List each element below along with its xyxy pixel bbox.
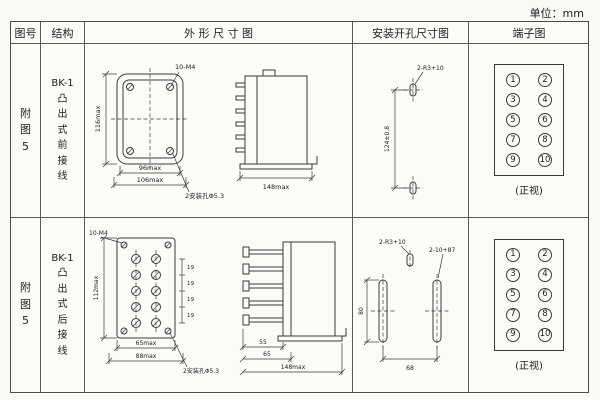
header-outline: 外 形 尺 寸 图 (85, 22, 353, 44)
dim-height-label: 116max (94, 105, 102, 132)
relay-front-view (110, 67, 189, 170)
dim-width-label: 96max (138, 164, 161, 172)
terminal-3: 3 (506, 93, 520, 107)
fig-no-row1: 附 图 5 (11, 44, 41, 218)
dim-width-label: 65max (135, 340, 156, 347)
dim-pitch-label: 19 (187, 297, 194, 303)
terminal-10: 10 (538, 153, 552, 167)
terminal-7: 7 (506, 133, 520, 147)
install-spacing-label: 124±0.8 (384, 125, 391, 151)
dim-pitch-label: 19 (187, 281, 194, 287)
install-spacing-label: 68 (406, 365, 414, 372)
header-terminal: 端子图 (469, 22, 589, 44)
install-cell-row2: 2-R3+10 2-10+87 80 68 (353, 218, 469, 392)
terminal-caption: (正视) (515, 360, 543, 372)
outline-cell-row1: 10-M4 116max 96max (85, 44, 353, 218)
terminal-9: 9 (506, 327, 520, 342)
terminal-2: 2 (538, 73, 552, 87)
dim-pin-length-label: 55 (259, 339, 267, 346)
terminal-10: 10 (538, 327, 552, 342)
install-drawing-front-wiring: 2-R3+10 124±0.8 (384, 65, 444, 200)
terminal-6: 6 (538, 287, 552, 302)
relay-rear-view (116, 237, 175, 339)
terminal-7: 7 (506, 307, 520, 322)
install-hole-label: 2-R3+10 (417, 65, 444, 72)
terminal-4: 4 (538, 267, 552, 282)
terminal-cell-row2: 1 2 3 4 5 6 7 8 9 10 (正视) (469, 218, 589, 392)
terminal-1: 1 (506, 247, 520, 262)
terminal-block: 1 2 3 4 5 6 7 8 9 10 (494, 64, 564, 176)
corner-screws (120, 241, 171, 335)
dim-thread-label: 10-M4 (175, 63, 195, 71)
mount-slot-right (424, 274, 449, 348)
terminal-block: 1 2 3 4 5 6 7 8 9 10 (494, 238, 564, 351)
dim-pitch-label: 19 (187, 313, 194, 319)
outline-drawing-front-wiring: 10-M4 116max 96max (94, 63, 317, 200)
dim-pitch-label: 19 (187, 265, 194, 271)
relay-side-view (242, 241, 346, 342)
install-hole-label: 2-R3+10 (379, 239, 406, 246)
install-slot-label: 2-10+87 (429, 247, 455, 254)
terminal-caption: (正视) (515, 186, 543, 197)
corner-screws (125, 82, 174, 155)
install-height-label: 80 (358, 307, 365, 315)
dim-mid-label: 65 (263, 351, 271, 358)
terminal-2: 2 (538, 247, 552, 262)
terminal-studs (130, 254, 161, 328)
terminal-8: 8 (538, 307, 552, 322)
dim-thread-label: 10-M4 (89, 230, 108, 237)
terminal-5: 5 (506, 113, 520, 127)
unit-label: 单位：mm (529, 7, 584, 20)
fig-no-row2: 附 图 5 (11, 218, 41, 392)
header-structure: 结构 (41, 22, 85, 44)
dim-mount-hole-label: 2安装孔Φ5.3 (185, 191, 224, 200)
terminal-6: 6 (538, 113, 552, 127)
dim-height-label: 112max (93, 275, 100, 300)
structure-row1: BK-1 凸 出 式 前 接 线 (41, 44, 85, 218)
dim-depth-label: 148max (262, 183, 289, 191)
terminal-3: 3 (506, 267, 520, 282)
dim-mount-hole-label: 2安装孔Φ5.3 (183, 367, 219, 375)
dim-depth-label: 148max (280, 364, 305, 371)
install-cell-row1: 2-R3+10 124±0.8 (353, 44, 469, 218)
dim-width-outer-label: 88max (135, 353, 156, 360)
terminal-5: 5 (506, 287, 520, 302)
terminal-9: 9 (506, 153, 520, 167)
dim-width-outer-label: 106max (136, 176, 163, 184)
terminal-cell-row1: 1 2 3 4 5 6 7 8 9 10 (正视) (469, 44, 589, 218)
outline-cell-row2: 10-M4 112max 19 19 (85, 218, 353, 392)
mount-hole-top (406, 250, 413, 270)
outline-drawing-rear-wiring: 10-M4 112max 19 19 (89, 230, 346, 376)
mount-slot-left (370, 274, 395, 348)
dimension-table: 图号 结构 外 形 尺 寸 图 安装开孔尺寸图 端子图 附 图 5 BK-1 凸… (10, 21, 589, 393)
structure-row2: BK-1 凸 出 式 后 接 线 (41, 218, 85, 392)
terminal-1: 1 (506, 73, 520, 87)
header-install: 安装开孔尺寸图 (353, 22, 469, 44)
terminal-8: 8 (538, 133, 552, 147)
header-fig-no: 图号 (11, 22, 41, 44)
relay-side-view (235, 69, 317, 169)
terminal-4: 4 (538, 93, 552, 107)
install-drawing-rear-wiring: 2-R3+10 2-10+87 80 68 (358, 239, 455, 372)
